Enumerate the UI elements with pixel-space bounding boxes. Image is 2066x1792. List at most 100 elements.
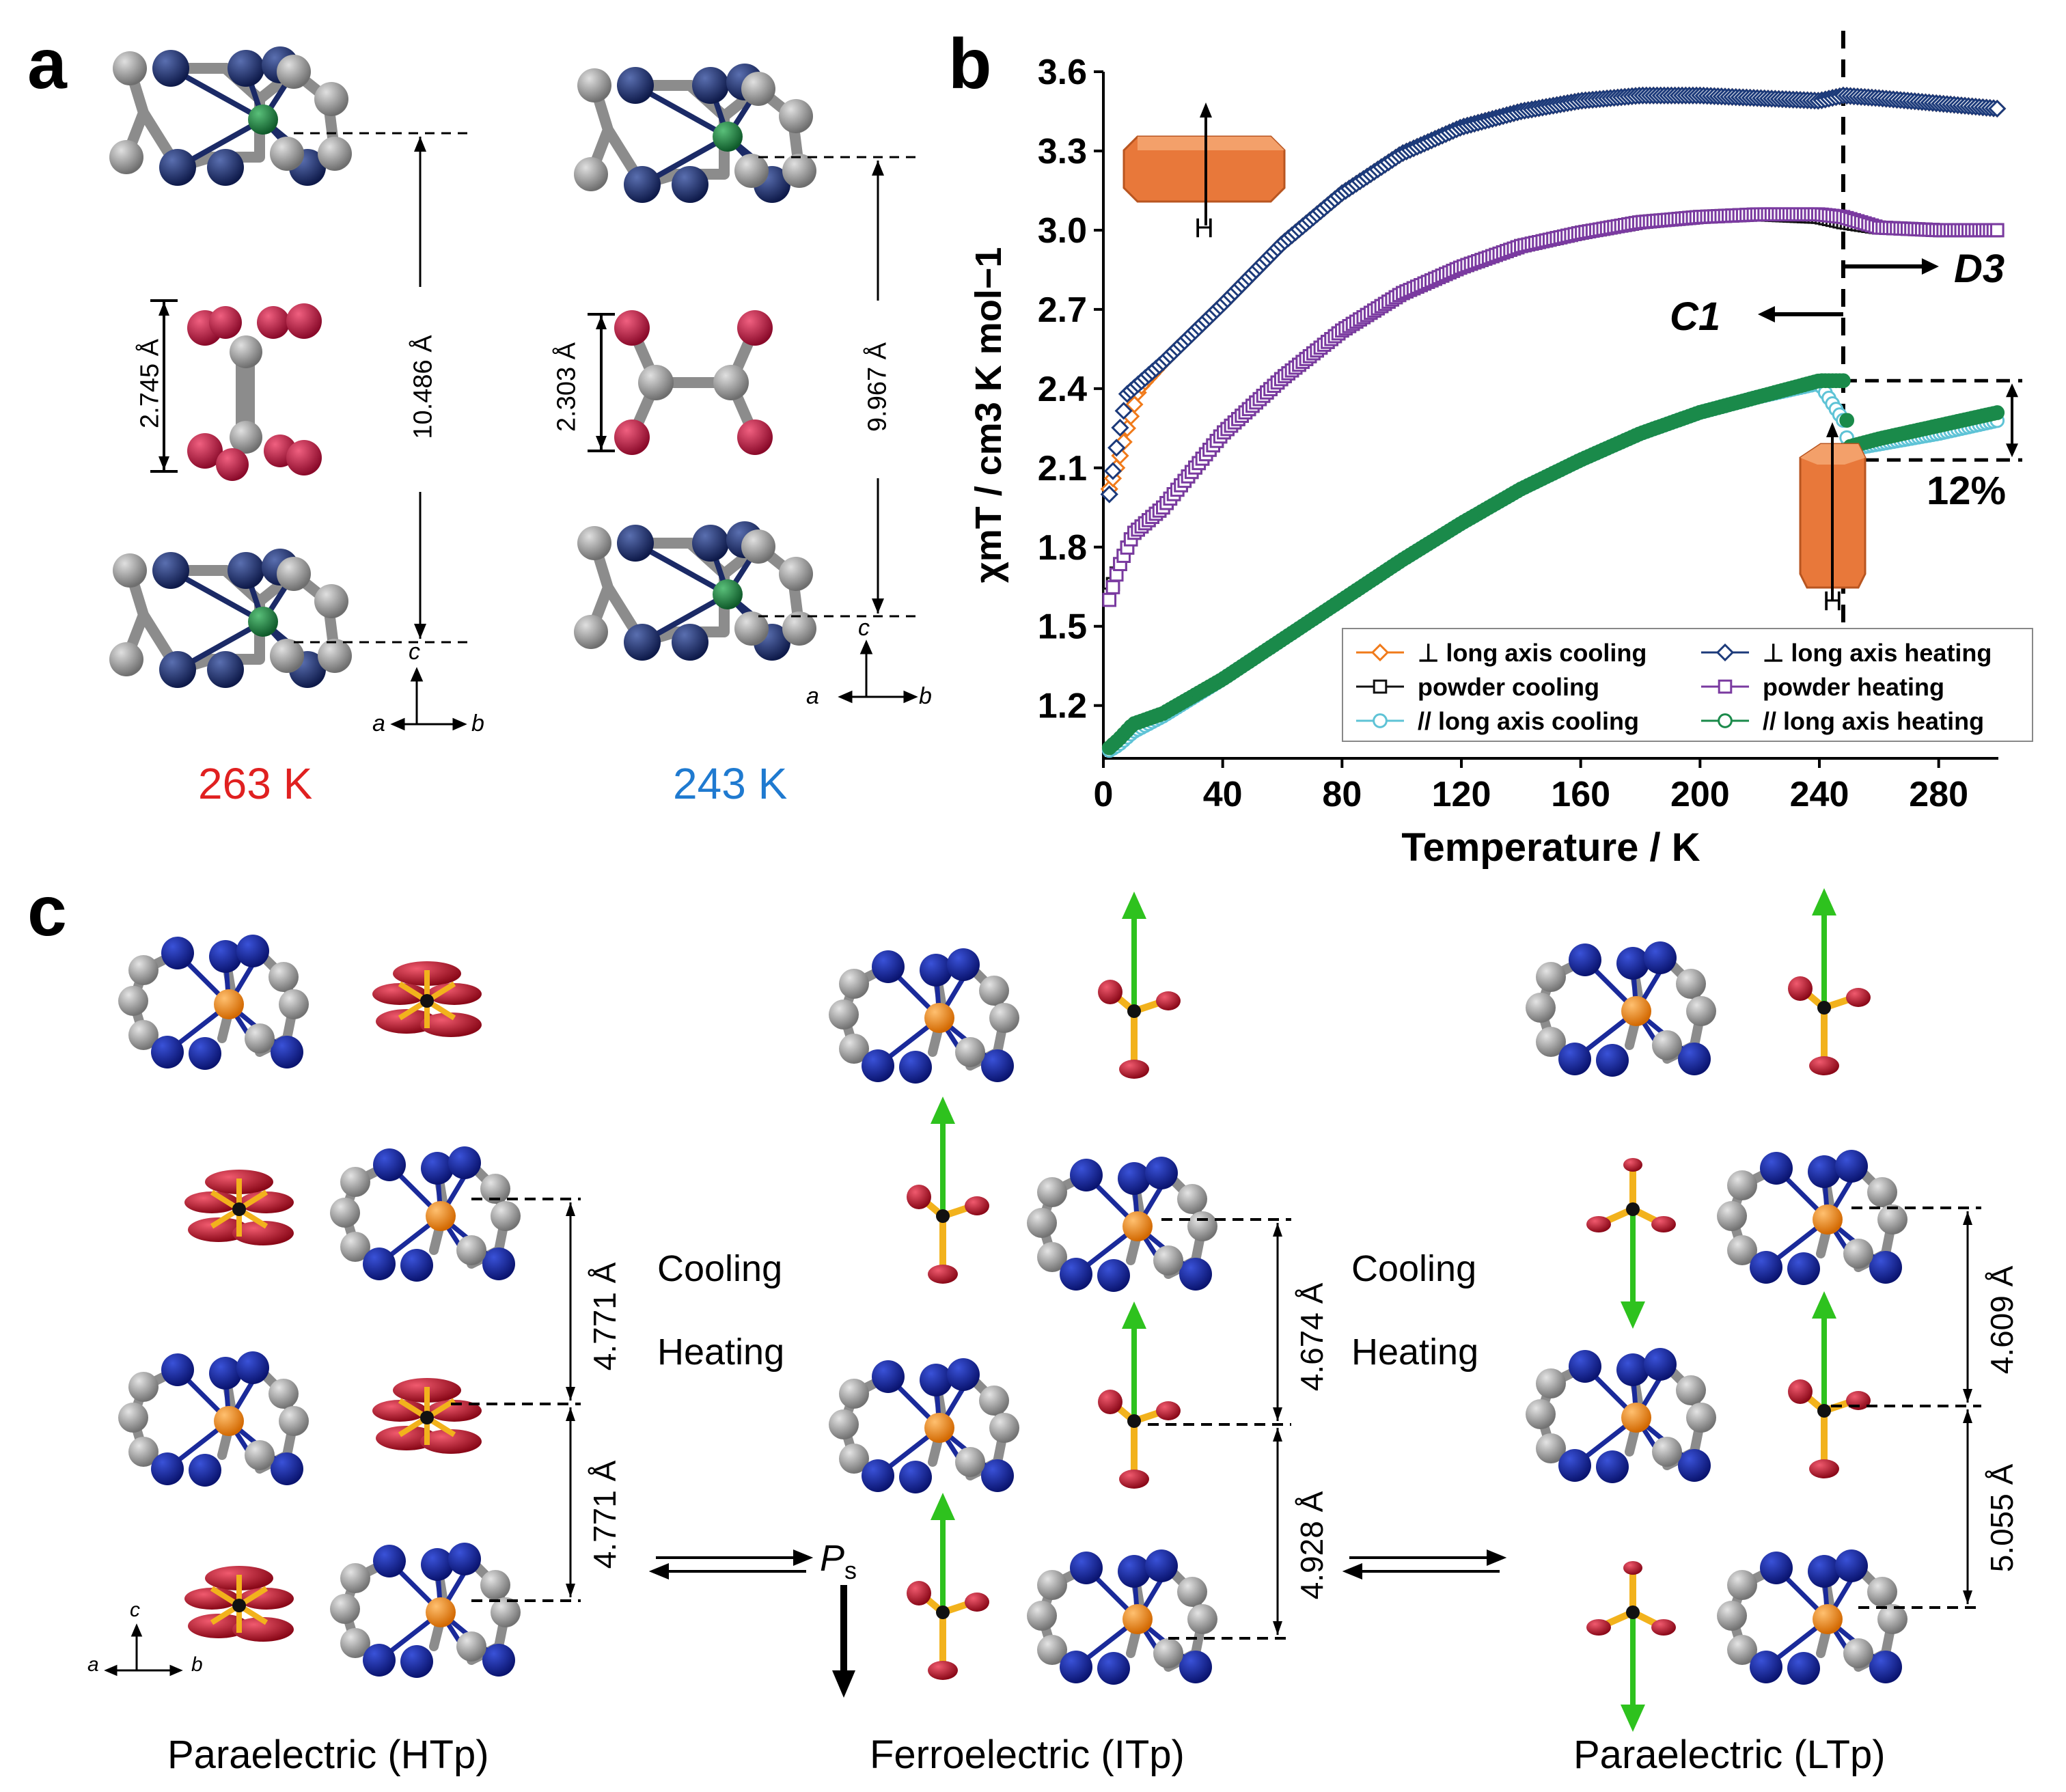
data-point (1373, 713, 1388, 728)
heating-label-2: Heating (1351, 1332, 1479, 1373)
legend-label: ⊥ long axis cooling (1418, 639, 1647, 667)
panel-b-letter: b (948, 25, 992, 104)
ht-distance-2: 4.771 Å (587, 1460, 622, 1569)
axes-indicator-c (104, 1623, 183, 1677)
phase-label-ltp: Paraelectric (LTp) (1573, 1733, 1886, 1777)
polarization-symbol: P (820, 1538, 845, 1579)
legend-label: // long axis heating (1763, 707, 1984, 735)
legend-label: ⊥ long axis heating (1763, 639, 1992, 667)
data-point (1102, 592, 1117, 607)
data-point (1371, 643, 1390, 662)
y-tick-label: 2.7 (1038, 290, 1087, 330)
axis-label-a-left: a (372, 711, 385, 736)
y-tick-label: 1.2 (1038, 687, 1087, 726)
x-tick-label: 160 (1551, 775, 1610, 814)
phase-label-itp: Ferroelectric (ITp) (870, 1733, 1185, 1777)
data-point (1839, 413, 1855, 428)
data-point (1989, 405, 2005, 420)
axis-label-c-c: c (130, 1599, 140, 1621)
cc-distance-263: 2.745 Å (135, 339, 165, 428)
axis-label-c-left: c (409, 639, 420, 665)
d3-label: D3 (1954, 247, 2005, 291)
crystal-perpendicular-icon (1122, 102, 1286, 225)
axis-label-b-right: b (919, 683, 932, 709)
data-point (1988, 99, 2007, 118)
y-tick-label: 2.4 (1038, 370, 1087, 409)
transition-arrows-1 (648, 1549, 814, 1580)
legend-label: // long axis cooling (1418, 707, 1639, 735)
y-tick-label: 3.6 (1038, 53, 1087, 92)
temperature-263: 263 K (198, 759, 313, 808)
it-distance-1: 4.674 Å (1294, 1282, 1330, 1392)
legend-box (1342, 628, 2033, 742)
field-label-top: H (1194, 213, 1214, 243)
cc-distance-243: 2.303 Å (552, 342, 581, 432)
y-tick-label: 1.8 (1038, 528, 1087, 568)
axes-indicator-right (838, 639, 918, 704)
x-tick-label: 120 (1432, 775, 1491, 814)
x-tick-label: 280 (1909, 775, 1968, 814)
c1-arrowhead (1757, 306, 1775, 322)
drop-arrowhead-top (2006, 383, 2018, 398)
interlayer-distance-263: 10.486 Å (409, 335, 438, 439)
legend: ⊥ long axis cooling ⊥ long axis heating po… (1342, 628, 2033, 742)
it-distance-2: 4.928 Å (1294, 1491, 1330, 1600)
panel-a-structures (0, 0, 918, 731)
data-point (1716, 643, 1735, 662)
axis-label-c-b: b (191, 1653, 203, 1676)
x-tick-label: 240 (1790, 775, 1849, 814)
ht-distance-1: 4.771 Å (587, 1262, 622, 1371)
c1-label: C1 (1670, 294, 1721, 339)
ordered-oxalate (614, 310, 773, 455)
d3-arrowhead (1921, 258, 1939, 275)
axes-indicator-left (390, 667, 467, 731)
legend-label: powder cooling (1418, 673, 1599, 701)
cooling-label-1: Cooling (657, 1248, 783, 1289)
y-tick-label: 3.0 (1038, 211, 1087, 251)
polarization-label: Ps (820, 1537, 857, 1585)
x-tick-label: 200 (1670, 775, 1730, 814)
data-point (1373, 679, 1388, 694)
x-tick-label: 0 (1094, 775, 1114, 814)
data-point (1836, 373, 1851, 389)
axis-label-c-right: c (858, 615, 870, 641)
series-3 (1102, 207, 2005, 607)
heating-label-1: Heating (657, 1332, 785, 1373)
temperature-243: 243 K (673, 759, 788, 808)
panel-a-letter: a (27, 25, 67, 104)
disordered-oxalate (187, 303, 322, 481)
polarization-subscript: s (844, 1556, 857, 1584)
phase-label-htp: Paraelectric (HTp) (167, 1733, 489, 1777)
x-axis-label: Temperature / K (1401, 825, 1700, 870)
y-tick-label: 3.3 (1038, 132, 1087, 171)
chi-t-chart: 0 40 80 120 160 200 240 280 1.2 1.5 1.8 2.1 2.4 2.7 3.… (970, 31, 2033, 870)
data-point (1105, 580, 1120, 594)
data-point (1114, 402, 1133, 420)
axis-label-b-left: b (471, 711, 484, 736)
interlayer-distance-243: 9.967 Å (863, 342, 892, 432)
y-tick-label: 1.5 (1038, 607, 1087, 647)
series-5 (1101, 373, 2005, 756)
x-tick-label: 80 (1322, 775, 1362, 814)
data-point (1718, 713, 1733, 728)
y-axis-label: χmT / cm3 K mol−1 (970, 247, 1009, 583)
data-point (1111, 418, 1129, 437)
series-1 (1100, 86, 2007, 504)
drop-percentage: 12% (1927, 469, 2007, 513)
data-point (1100, 485, 1118, 504)
crystal-parallel-icon (1799, 422, 1867, 601)
data-point (1103, 462, 1122, 480)
panel-c-structures (104, 874, 1981, 1783)
x-tick-label: 40 (1203, 775, 1243, 814)
data-point (1989, 223, 2005, 238)
panel-c-letter: c (27, 872, 67, 951)
data-point (1107, 439, 1126, 457)
legend-label: powder heating (1763, 673, 1944, 701)
y-tick-label: 2.1 (1038, 449, 1087, 488)
cooling-label-2: Cooling (1351, 1248, 1477, 1289)
polarization-arrow (832, 1585, 855, 1698)
axis-label-a-right: a (806, 683, 819, 709)
field-label-bottom: H (1823, 586, 1843, 616)
data-point (1718, 679, 1733, 694)
drop-arrowhead-bottom (2006, 443, 2018, 458)
